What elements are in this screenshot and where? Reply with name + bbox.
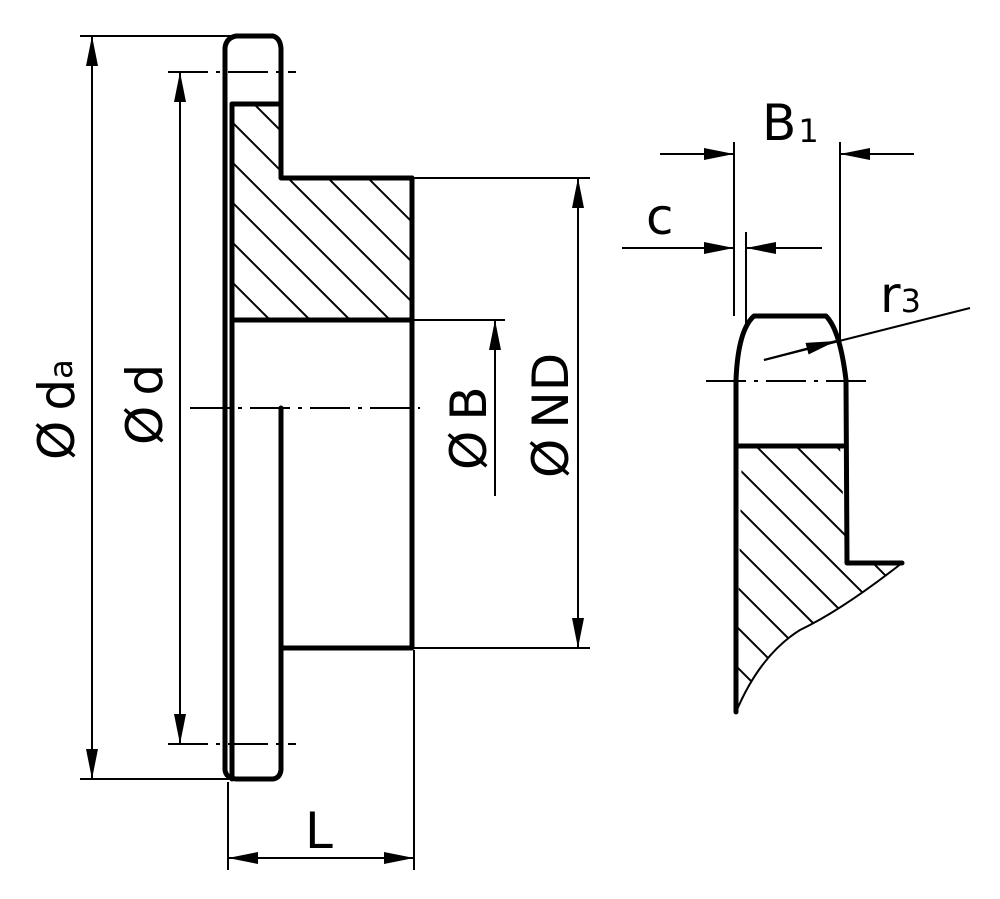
dimension-nd: Ø ND [522, 178, 584, 648]
dimension-b-label: B [440, 386, 498, 420]
svg-text:Øda: Øda [28, 359, 86, 460]
dimension-c: c [622, 188, 822, 330]
dimension-da-symbol: Ø [28, 421, 86, 460]
dimension-b1-label: B [762, 94, 796, 152]
dimension-b-symbol: Ø [440, 431, 498, 470]
dimension-d-label: d [116, 364, 174, 396]
dimension-da: Øda [28, 36, 98, 779]
svg-text:ØB: ØB [440, 386, 498, 470]
svg-text:Ød: Ød [116, 364, 174, 445]
extension-lines [80, 35, 590, 870]
svg-text:B1: B1 [762, 94, 819, 152]
dimension-nd-label: ND [522, 353, 580, 429]
dimension-da-label: d [28, 379, 86, 411]
dimension-r3-label: r [880, 266, 901, 324]
dimension-d-symbol: Ø [116, 406, 174, 445]
dimension-r3: r3 [763, 266, 971, 361]
sprocket-section [168, 33, 420, 782]
dimension-b: ØB [440, 320, 501, 496]
dimension-l-label: L [305, 802, 333, 860]
tooth-outline [733, 313, 905, 715]
dimension-da-subscript: a [42, 359, 80, 379]
dimension-b1: B1 [660, 94, 914, 340]
dimension-nd-symbol: Ø [522, 439, 580, 478]
dimension-c-label: c [646, 188, 674, 246]
dimension-r3-subscript: 3 [901, 282, 921, 320]
dimension-l: L [228, 802, 414, 864]
svg-text:r3: r3 [880, 266, 921, 324]
svg-text:ØND: Ø ND [522, 353, 580, 478]
dimension-b1-subscript: 1 [798, 112, 818, 150]
tooth-profile-detail [706, 313, 905, 715]
dimension-d: Ød [116, 72, 186, 744]
